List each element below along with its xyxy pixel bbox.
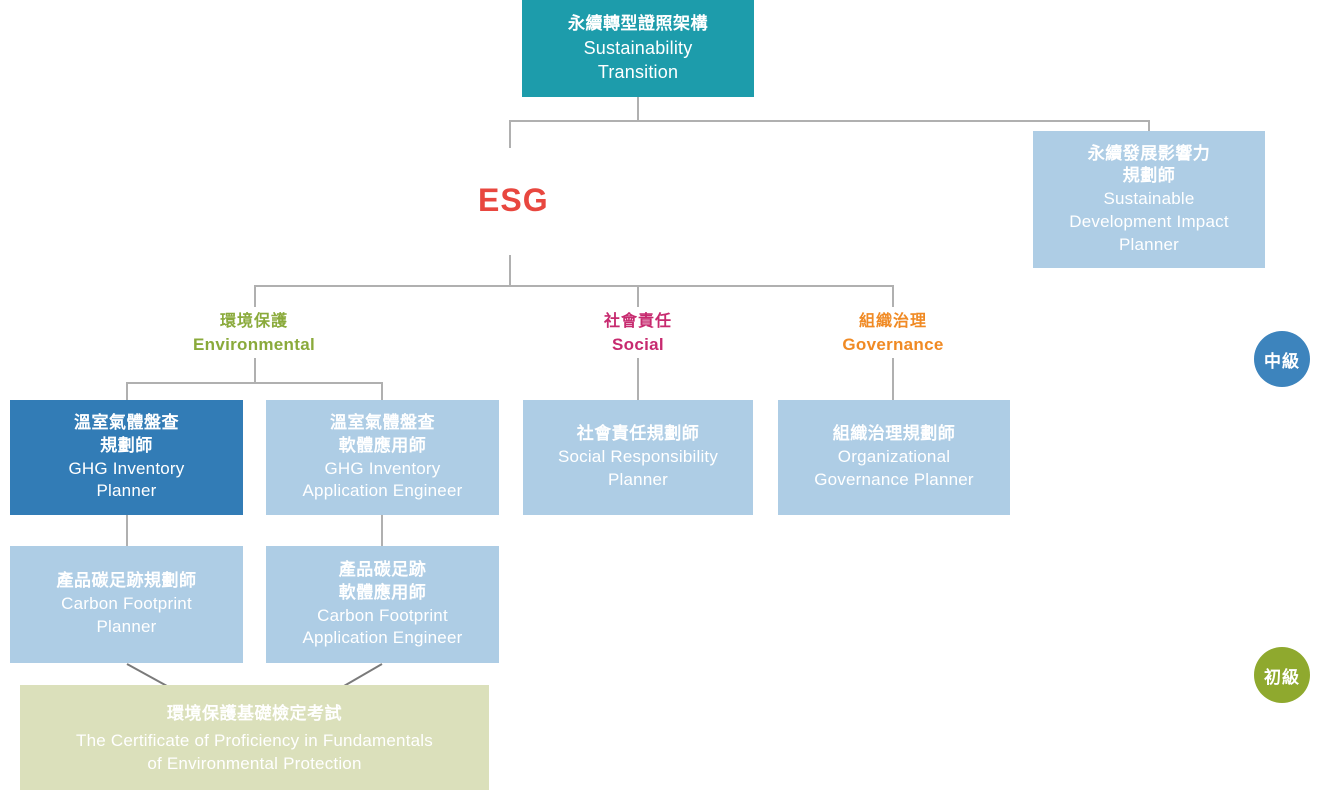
node-title-zh: 永續轉型證照架構 xyxy=(568,14,708,33)
pillar-zh: 組織治理 xyxy=(858,313,927,330)
connector-ghg-planner-to-carbon-planner xyxy=(126,515,128,546)
node-title-en-line1: Sustainability xyxy=(583,37,693,58)
node-ghg-inventory-planner[interactable]: 溫室氣體盤查 規劃師 GHG Inventory Planner xyxy=(10,400,243,515)
connector-drop-ghg-planner xyxy=(126,382,128,400)
node-organizational-governance-planner[interactable]: 組織治理規劃師 Organizational Governance Planne… xyxy=(778,400,1010,515)
pillar-label-governance: 組織治理 Governance xyxy=(793,310,993,358)
card-en-line2: Governance Planner xyxy=(814,469,974,489)
pillar-en: Environmental xyxy=(193,335,315,355)
card-en-line2: Development Impact xyxy=(1069,211,1229,231)
pillar-en: Governance xyxy=(842,335,944,355)
node-title-en-line2: Transition xyxy=(597,61,679,82)
card-en-line2: Planner xyxy=(96,481,157,501)
card-zh-line1: 社會責任規劃師 xyxy=(576,424,700,444)
card-en-line2: Application Engineer xyxy=(302,628,463,648)
connector-drop-ghg-app-engineer xyxy=(381,382,383,400)
connector-pillar-drop-governance xyxy=(892,285,894,307)
pillar-zh: 社會責任 xyxy=(603,313,672,330)
connector-environmental-bus xyxy=(126,382,382,384)
card-en-line1: GHG Inventory xyxy=(324,458,441,478)
node-social-responsibility-planner[interactable]: 社會責任規劃師 Social Responsibility Planner xyxy=(523,400,753,515)
card-zh-line2: 規劃師 xyxy=(1122,166,1176,186)
connector-root-stem xyxy=(637,97,639,121)
badge-level-intermediate[interactable]: 中級 xyxy=(1254,331,1310,387)
card-zh-line2: 規劃師 xyxy=(100,435,153,455)
card-zh-line2: 軟體應用師 xyxy=(338,582,427,602)
card-zh-line1: 永續發展影響力 xyxy=(1087,143,1211,163)
connector-drop-governance-card xyxy=(892,358,894,400)
card-en-line1: Carbon Footprint xyxy=(61,594,192,614)
card-en-line2: of Environmental Protection xyxy=(147,753,362,773)
card-en-line2: Application Engineer xyxy=(302,481,463,501)
pillar-zh: 環境保護 xyxy=(219,313,288,330)
connector-pillar-drop-social xyxy=(637,285,639,307)
card-zh-line1: 溫室氣體盤查 xyxy=(74,412,179,432)
card-en-line1: Sustainable xyxy=(1103,189,1195,209)
esg-wordmark: ESG xyxy=(478,182,549,218)
card-en-line3: Planner xyxy=(1119,234,1179,254)
card-zh-line2: 軟體應用師 xyxy=(338,435,427,455)
card-en-line1: Organizational xyxy=(837,447,951,467)
pillar-en: Social xyxy=(612,335,664,355)
connector-esg-stem xyxy=(509,255,511,287)
connector-environmental-stem xyxy=(254,358,256,384)
node-carbon-footprint-application-engineer[interactable]: 產品碳足跡 軟體應用師 Carbon Footprint Application… xyxy=(266,546,499,663)
connector-drop-social-card xyxy=(637,358,639,400)
connector-ghg-engineer-to-carbon-engineer xyxy=(381,515,383,546)
pillar-label-social: 社會責任 Social xyxy=(538,310,738,358)
card-en-line2: Planner xyxy=(608,469,668,489)
card-zh-line1: 組織治理規劃師 xyxy=(832,424,956,444)
badge-label: 初級 xyxy=(1264,667,1300,687)
connector-root-left-drop xyxy=(509,120,511,148)
card-zh-line1: 產品碳足跡 xyxy=(338,559,427,579)
badge-label: 中級 xyxy=(1264,351,1300,371)
card-en-line2: Planner xyxy=(96,616,157,636)
card-en-line1: The Certificate of Proficiency in Fundam… xyxy=(76,730,433,750)
card-en-line1: Social Responsibility xyxy=(557,447,719,467)
connector-pillar-bus xyxy=(254,285,894,287)
node-ghg-inventory-application-engineer[interactable]: 溫室氣體盤查 軟體應用師 GHG Inventory Application E… xyxy=(266,400,499,515)
pillar-label-environmental: 環境保護 Environmental xyxy=(154,310,354,358)
connector-pillar-drop-environmental xyxy=(254,285,256,307)
card-zh-line1: 環境保護基礎檢定考試 xyxy=(167,704,342,723)
badge-level-beginner[interactable]: 初級 xyxy=(1254,647,1310,703)
connector-root-right-drop xyxy=(1148,120,1150,131)
node-sustainability-transition[interactable]: 永續轉型證照架構 Sustainability Transition xyxy=(522,0,754,97)
card-zh-line1: 產品碳足跡規劃師 xyxy=(56,571,197,591)
card-zh-line1: 溫室氣體盤查 xyxy=(330,412,435,432)
connector-root-bus xyxy=(509,120,1150,122)
node-sustainable-development-impact-planner[interactable]: 永續發展影響力 規劃師 Sustainable Development Impa… xyxy=(1033,131,1265,268)
node-environmental-fundamentals-exam[interactable]: 環境保護基礎檢定考試 The Certificate of Proficienc… xyxy=(20,685,489,790)
node-carbon-footprint-planner[interactable]: 產品碳足跡規劃師 Carbon Footprint Planner xyxy=(10,546,243,663)
card-en-line1: Carbon Footprint xyxy=(317,605,448,625)
card-en-line1: GHG Inventory xyxy=(68,458,185,478)
